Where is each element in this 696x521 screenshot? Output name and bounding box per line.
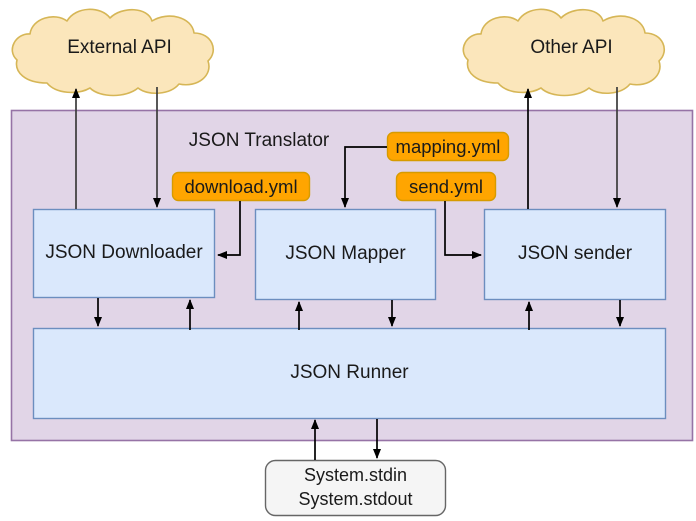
arrow-mapping-yml-to-mapper: [341, 146, 387, 208]
json-downloader-box: [32, 208, 216, 299]
json-runner-box: [32, 327, 667, 420]
arrow-send-yml-to-sender: [444, 201, 482, 259]
json-sender-box: [483, 208, 667, 301]
system-io-box: [264, 459, 447, 517]
send-yml-chip: [395, 171, 497, 202]
mapping-yml-chip: [386, 131, 510, 162]
external-api-cloud: [11, 8, 214, 97]
json-mapper-box: [254, 208, 437, 301]
other-api-cloud: [462, 8, 665, 97]
download-yml-chip: [171, 171, 311, 202]
arrow-download-yml-to-downloader: [217, 201, 241, 259]
